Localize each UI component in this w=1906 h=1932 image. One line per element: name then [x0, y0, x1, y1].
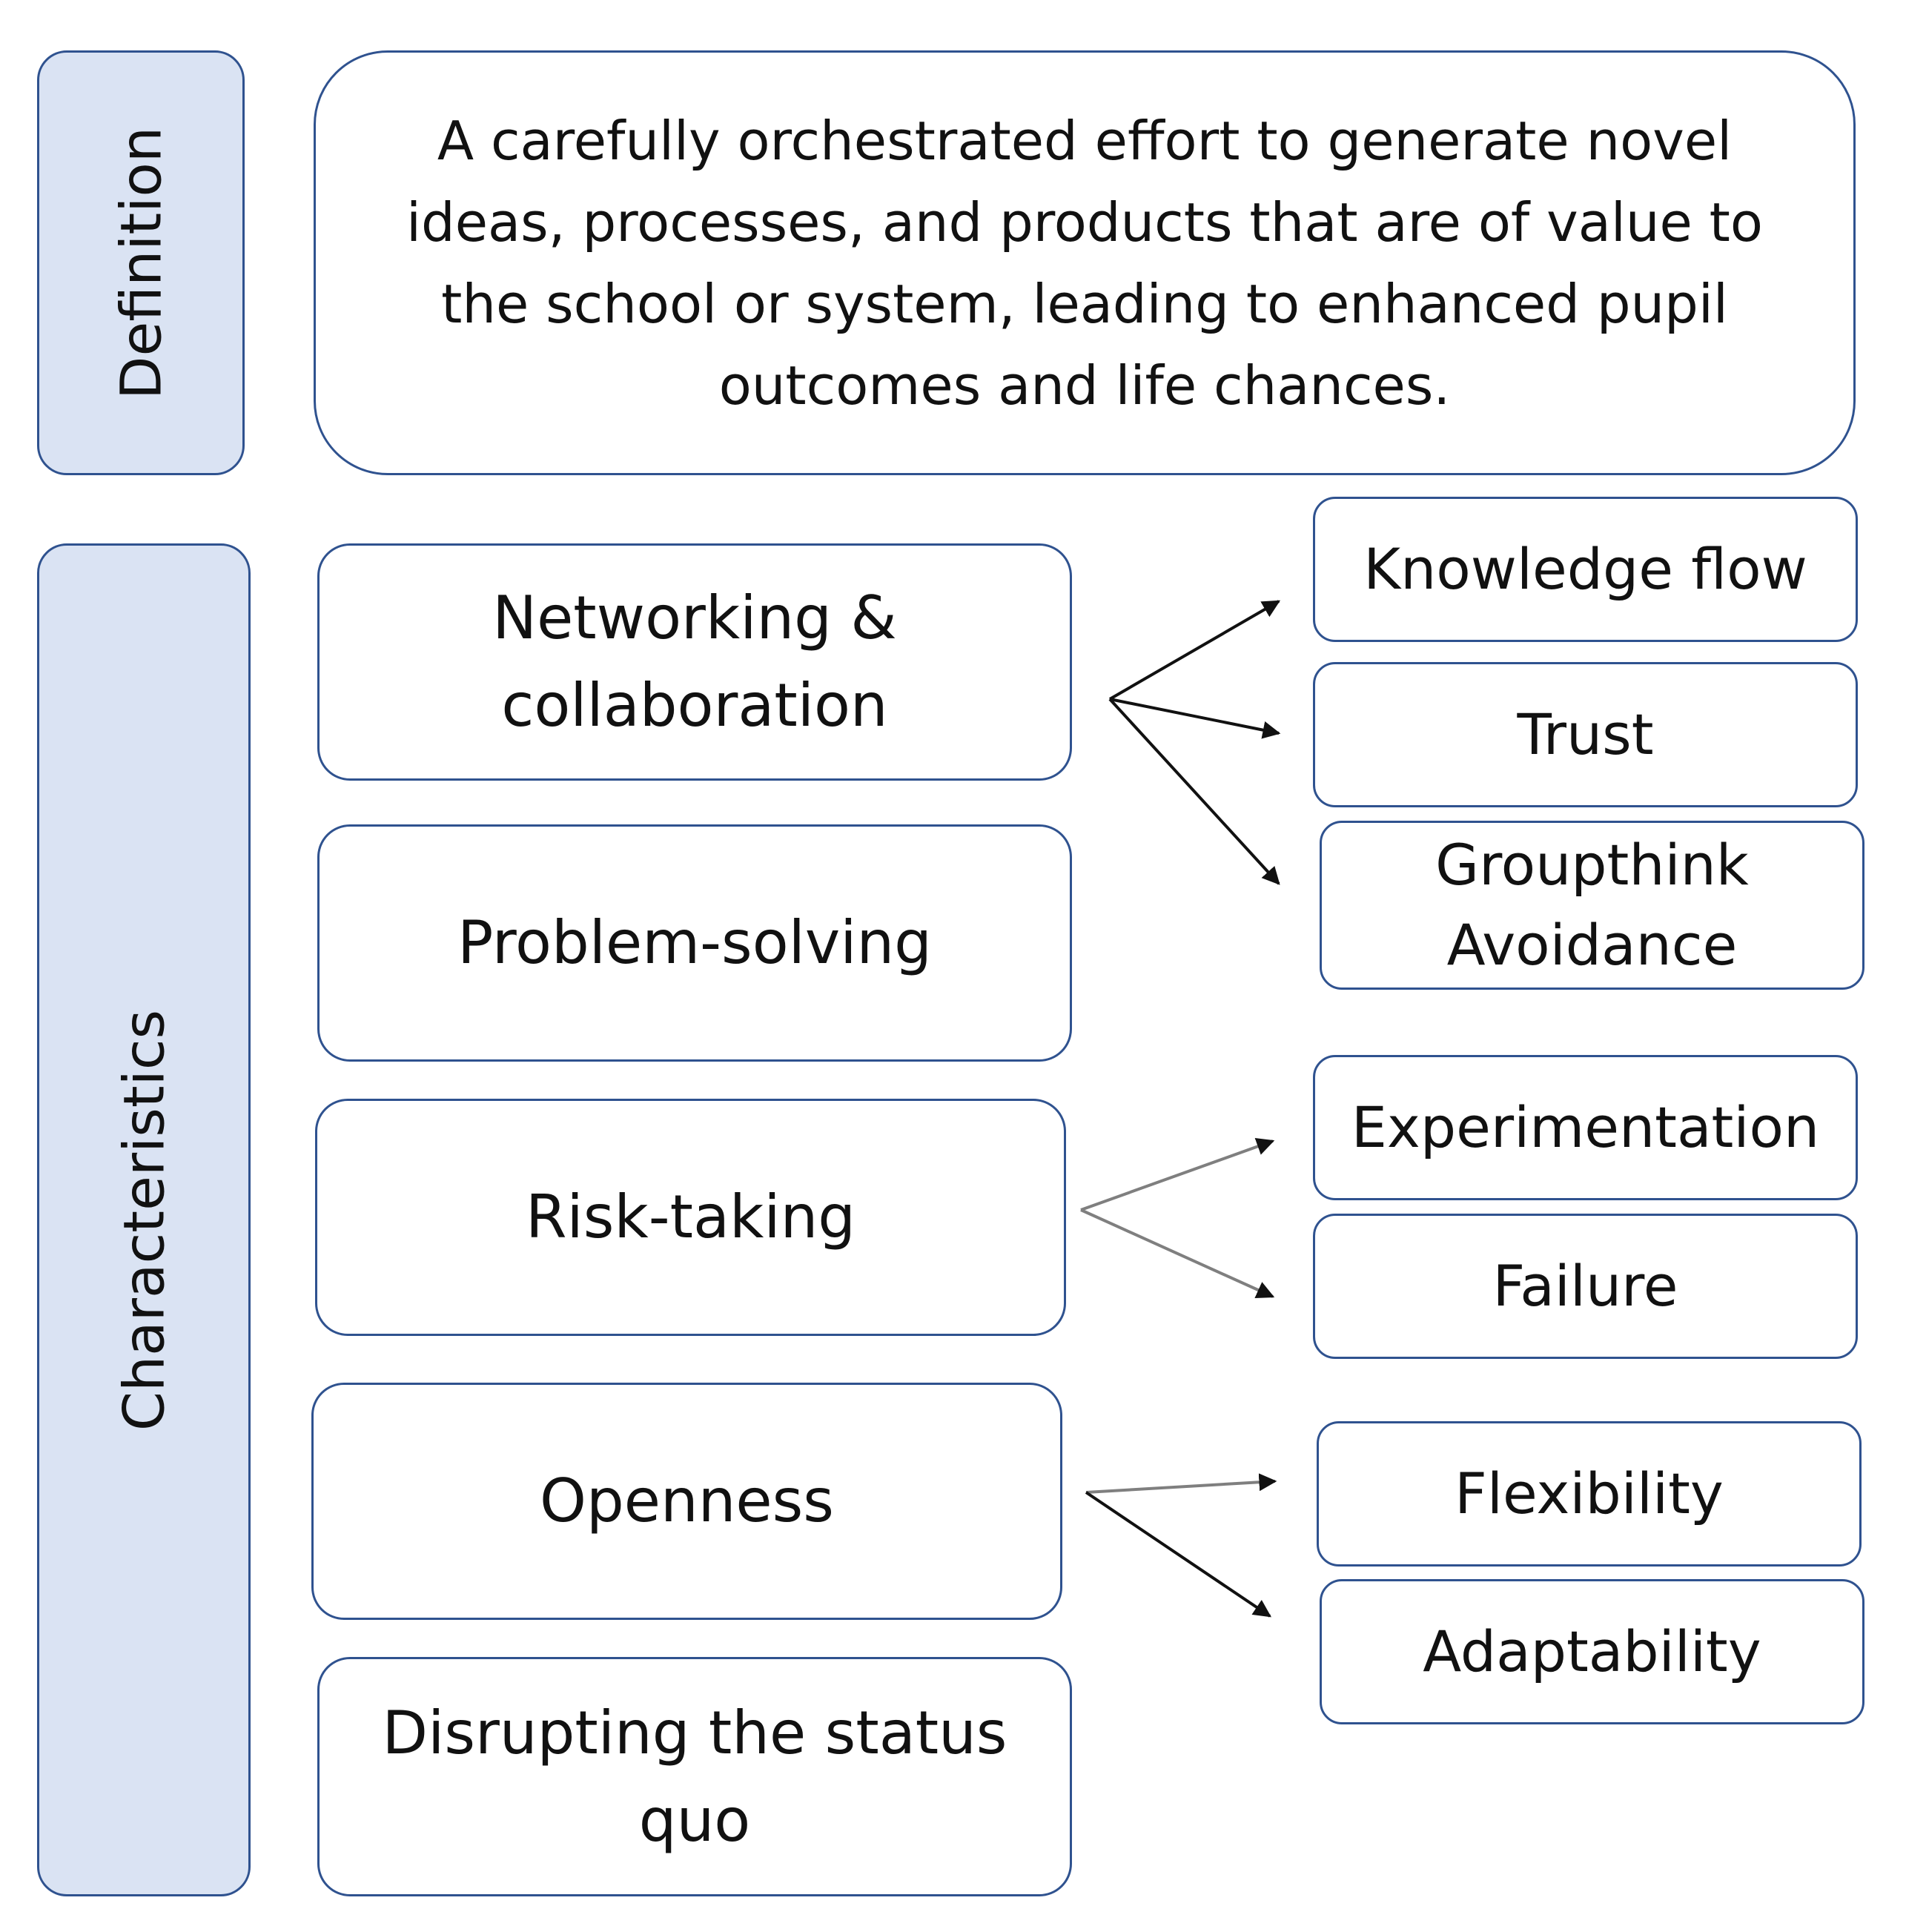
failure-text: Failure	[1492, 1253, 1678, 1319]
arrow-risk-taking-to-experimentation	[1080, 1138, 1275, 1211]
disrupting-status-quo-box: Disrupting the status quo	[317, 1657, 1072, 1896]
arrow-risk-taking-to-failure	[1080, 1208, 1275, 1299]
experimentation-box: Experimentation	[1313, 1055, 1858, 1200]
knowledge-flow-text: Knowledge flow	[1363, 536, 1807, 602]
problem-solving-text: Problem-solving	[457, 908, 932, 977]
arrow-networking-to-trust	[1109, 698, 1281, 739]
groupthink-avoidance-box: Groupthink Avoidance	[1320, 821, 1864, 990]
adaptability-box: Adaptability	[1320, 1579, 1864, 1724]
flexibility-box: Flexibility	[1317, 1421, 1862, 1567]
arrow-networking-to-knowledge-flow	[1108, 600, 1281, 701]
definition-box: A carefully orchestrated effort to gener…	[314, 50, 1856, 475]
openness-text: Openness	[540, 1466, 834, 1535]
arrow-networking-to-groupthink	[1108, 698, 1280, 885]
trust-box: Trust	[1313, 662, 1858, 807]
arrow-openness-to-adaptability	[1085, 1491, 1271, 1618]
adaptability-text: Adaptability	[1423, 1618, 1761, 1684]
disrupting-status-quo-text: Disrupting the status quo	[382, 1698, 1007, 1855]
definition-text: A carefully orchestrated effort to gener…	[406, 109, 1763, 417]
networking-collaboration-text: Networking & collaboration	[492, 583, 897, 740]
trust-text: Trust	[1517, 701, 1654, 767]
definition-label: Definition	[37, 50, 245, 475]
flexibility-text: Flexibility	[1455, 1460, 1724, 1526]
networking-collaboration-box: Networking & collaboration	[317, 543, 1072, 781]
openness-box: Openness	[311, 1383, 1062, 1620]
characteristics-label: Characteristics	[37, 543, 251, 1896]
experimentation-text: Experimentation	[1351, 1094, 1820, 1160]
failure-box: Failure	[1313, 1214, 1858, 1359]
risk-taking-box: Risk-taking	[315, 1099, 1066, 1336]
problem-solving-box: Problem-solving	[317, 824, 1072, 1062]
knowledge-flow-box: Knowledge flow	[1313, 497, 1858, 642]
risk-taking-text: Risk-taking	[525, 1182, 856, 1251]
groupthink-avoidance-text: Groupthink Avoidance	[1435, 832, 1749, 978]
arrow-openness-to-flexibility	[1085, 1473, 1277, 1494]
